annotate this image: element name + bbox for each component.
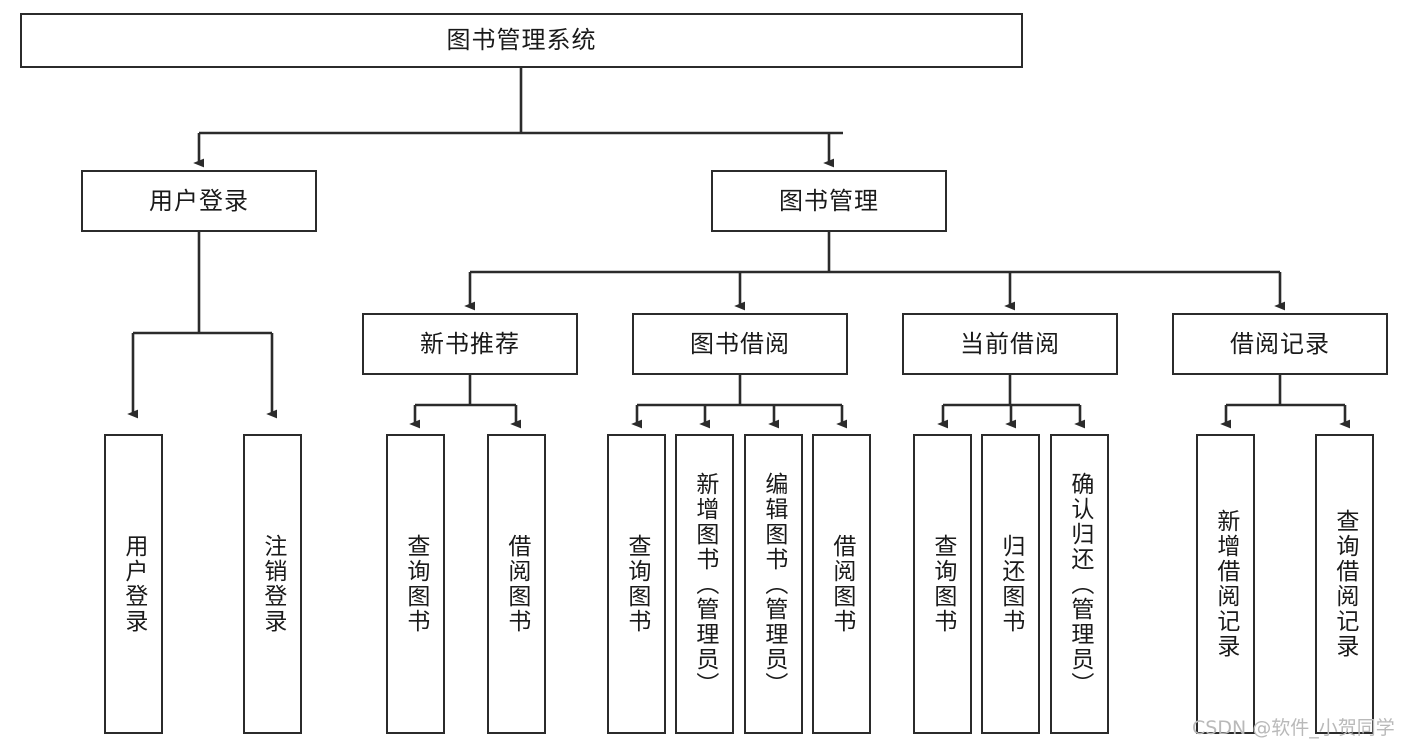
leaf-new-book-borrow-book[interactable]: 借阅图书 [487, 434, 546, 734]
node-label: 查询图书 [402, 534, 429, 634]
node-label: 新增图书（管理员） [691, 471, 718, 697]
leaf-user-login-login[interactable]: 用户登录 [104, 434, 163, 734]
node-label: 借阅图书 [503, 534, 530, 634]
node-current-borrow[interactable]: 当前借阅 [902, 313, 1118, 375]
node-label: 确认归还（管理员） [1066, 471, 1093, 697]
node-new-book-recommend[interactable]: 新书推荐 [362, 313, 578, 375]
node-label: 查询图书 [623, 534, 650, 634]
leaf-book-borrow-query-book[interactable]: 查询图书 [607, 434, 666, 734]
node-user-login[interactable]: 用户登录 [81, 170, 317, 232]
node-label: 借阅记录 [1230, 329, 1330, 358]
node-label: 新书推荐 [420, 329, 520, 358]
leaf-current-borrow-confirm-return-admin[interactable]: 确认归还（管理员） [1050, 434, 1109, 734]
node-label: 归还图书 [997, 534, 1024, 634]
leaf-new-book-query-book[interactable]: 查询图书 [386, 434, 445, 734]
node-label: 当前借阅 [960, 329, 1060, 358]
node-book-borrow[interactable]: 图书借阅 [632, 313, 848, 375]
leaf-book-borrow-edit-book-admin[interactable]: 编辑图书（管理员） [744, 434, 803, 734]
leaf-borrow-record-query-record[interactable]: 查询借阅记录 [1315, 434, 1374, 734]
node-label: 查询借阅记录 [1331, 509, 1358, 659]
leaf-borrow-record-add-record[interactable]: 新增借阅记录 [1196, 434, 1255, 734]
node-label: 新增借阅记录 [1212, 509, 1239, 659]
csdn-watermark: CSDN @软件_小贺同学 [1192, 717, 1395, 739]
node-label: 注销登录 [259, 534, 286, 634]
node-label: 借阅图书 [828, 534, 855, 634]
node-label: 查询图书 [929, 534, 956, 634]
leaf-current-borrow-return-book[interactable]: 归还图书 [981, 434, 1040, 734]
node-label: 用户登录 [120, 534, 147, 634]
node-label: 图书管理系统 [446, 26, 597, 55]
leaf-user-login-logout[interactable]: 注销登录 [243, 434, 302, 734]
node-borrow-record[interactable]: 借阅记录 [1172, 313, 1388, 375]
node-label: 图书管理 [779, 186, 879, 215]
node-book-management[interactable]: 图书管理 [711, 170, 947, 232]
leaf-book-borrow-borrow-book[interactable]: 借阅图书 [812, 434, 871, 734]
node-label: 编辑图书（管理员） [760, 471, 787, 697]
node-root-book-management-system[interactable]: 图书管理系统 [20, 13, 1023, 68]
node-label: 用户登录 [149, 186, 249, 215]
node-label: 图书借阅 [690, 329, 790, 358]
leaf-current-borrow-query-book[interactable]: 查询图书 [913, 434, 972, 734]
leaf-book-borrow-add-book-admin[interactable]: 新增图书（管理员） [675, 434, 734, 734]
